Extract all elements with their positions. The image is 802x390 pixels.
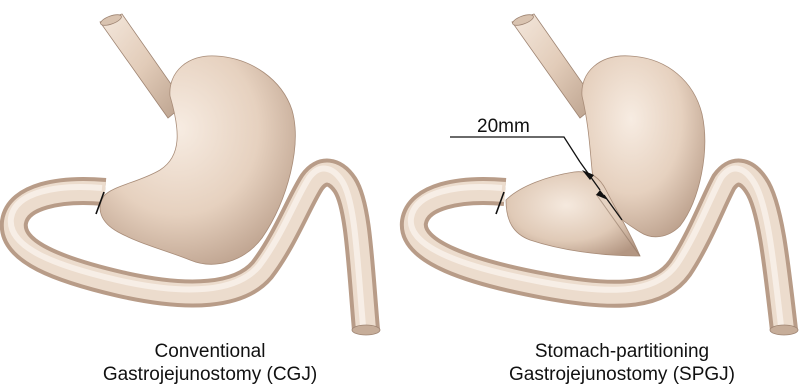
cgj-limb-end	[352, 325, 380, 335]
spgj-caption: Stomach-partitioning Gastrojejunostomy (…	[452, 340, 792, 386]
dimension-label: 20mm	[477, 116, 530, 137]
cgj-caption-line1: Conventional	[60, 340, 360, 363]
cgj-caption-line2: Gastrojejunostomy (CGJ)	[60, 363, 360, 386]
cgj-stomach	[100, 56, 295, 264]
dimension-leader-line	[450, 137, 580, 162]
spgj-model: 20mm	[411, 12, 798, 335]
spgj-caption-line2: Gastrojejunostomy (SPGJ)	[452, 363, 792, 386]
spgj-limb-end	[770, 325, 798, 335]
cgj-model	[11, 12, 380, 335]
spgj-caption-line1: Stomach-partitioning	[452, 340, 792, 363]
cgj-caption: Conventional Gastrojejunostomy (CGJ)	[60, 340, 360, 386]
